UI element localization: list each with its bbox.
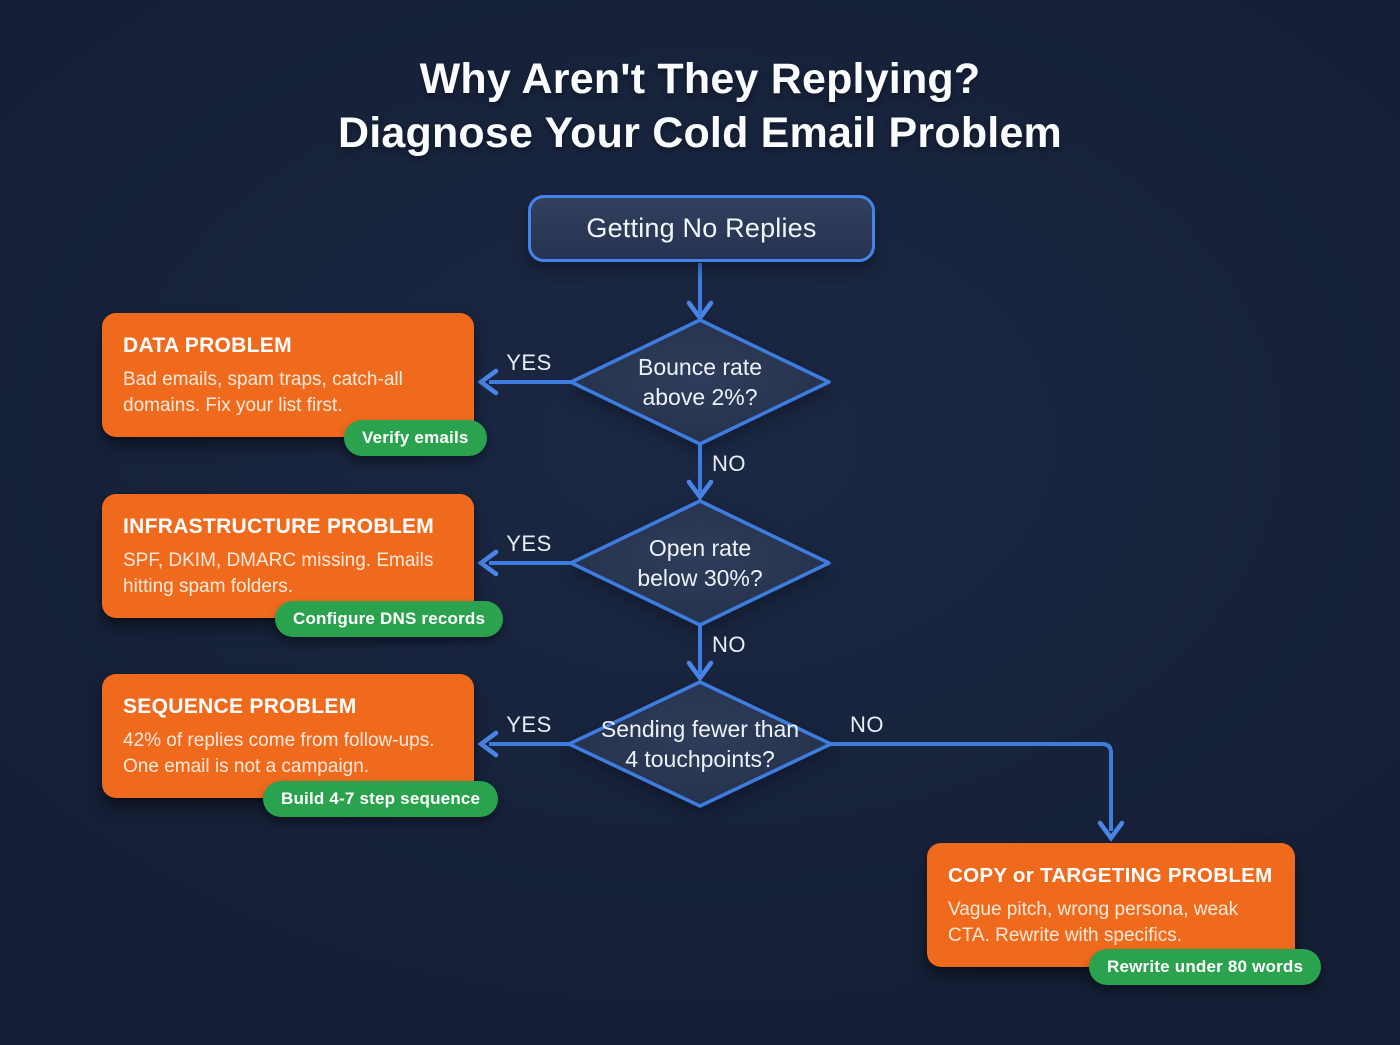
decision-bounce-label: Bounce rate above 2%? <box>637 354 763 410</box>
edge-label-open-no: NO <box>712 632 746 657</box>
start-node-label: Getting No Replies <box>586 213 817 243</box>
edge-label-open-yes: YES <box>506 531 552 556</box>
decision-open-label: Open rate below 30%? <box>637 535 763 591</box>
problem-card-title: COPY or TARGETING PROBLEM <box>948 864 1273 887</box>
problem-card-description: SPF, DKIM, DMARC missing. Emails hitting… <box>123 550 434 597</box>
problem-card-title: INFRASTRUCTURE PROBLEM <box>123 515 435 538</box>
edge-label-touchpoints-yes: YES <box>506 712 552 737</box>
decision-touchpoints-diamond <box>567 680 833 808</box>
action-pill-rewrite: Rewrite under 80 words <box>1089 949 1322 985</box>
decision-touchpoints-label: Sending fewer than 4 touchpoints? <box>600 716 800 772</box>
edge-bounce-no <box>686 444 714 501</box>
problem-card-description: 42% of replies come from follow-ups. One… <box>123 730 435 777</box>
action-pill-verify-emails: Verify emails <box>344 420 487 456</box>
problem-card-description: Vague pitch, wrong persona, weak CTA. Re… <box>948 899 1239 946</box>
edge-bounce-yes <box>477 368 571 396</box>
edge-open-yes <box>477 549 571 577</box>
problem-card-infrastructure: INFRASTRUCTURE PROBLEM SPF, DKIM, DMARC … <box>102 494 474 618</box>
action-pill-build-sequence: Build 4-7 step sequence <box>263 781 499 817</box>
edge-label-bounce-yes: YES <box>506 350 552 375</box>
edge-open-no <box>686 625 714 682</box>
edge-touchpoints-no <box>831 742 1125 842</box>
edge-touchpoints-yes <box>477 730 569 758</box>
start-node: Getting No Replies <box>528 195 875 262</box>
problem-card-copy-targeting: COPY or TARGETING PROBLEM Vague pitch, w… <box>927 843 1295 967</box>
action-pill-configure-dns: Configure DNS records <box>275 601 504 637</box>
problem-card-description: Bad emails, spam traps, catch-all domain… <box>123 369 403 416</box>
problem-card-title: SEQUENCE PROBLEM <box>123 695 357 718</box>
page-title: Why Aren't They Replying? Diagnose Your … <box>0 52 1400 160</box>
problem-card-data: DATA PROBLEM Bad emails, spam traps, cat… <box>102 313 474 437</box>
page-title-line1: Why Aren't They Replying? <box>419 55 981 103</box>
edge-start-to-bounce <box>686 263 714 322</box>
edge-label-touchpoints-no: NO <box>850 712 884 737</box>
problem-card-sequence: SEQUENCE PROBLEM 42% of replies come fro… <box>102 674 474 798</box>
edge-label-bounce-no: NO <box>712 451 746 476</box>
problem-card-title: DATA PROBLEM <box>123 334 292 357</box>
page-title-line2: Diagnose Your Cold Email Problem <box>337 109 1062 157</box>
